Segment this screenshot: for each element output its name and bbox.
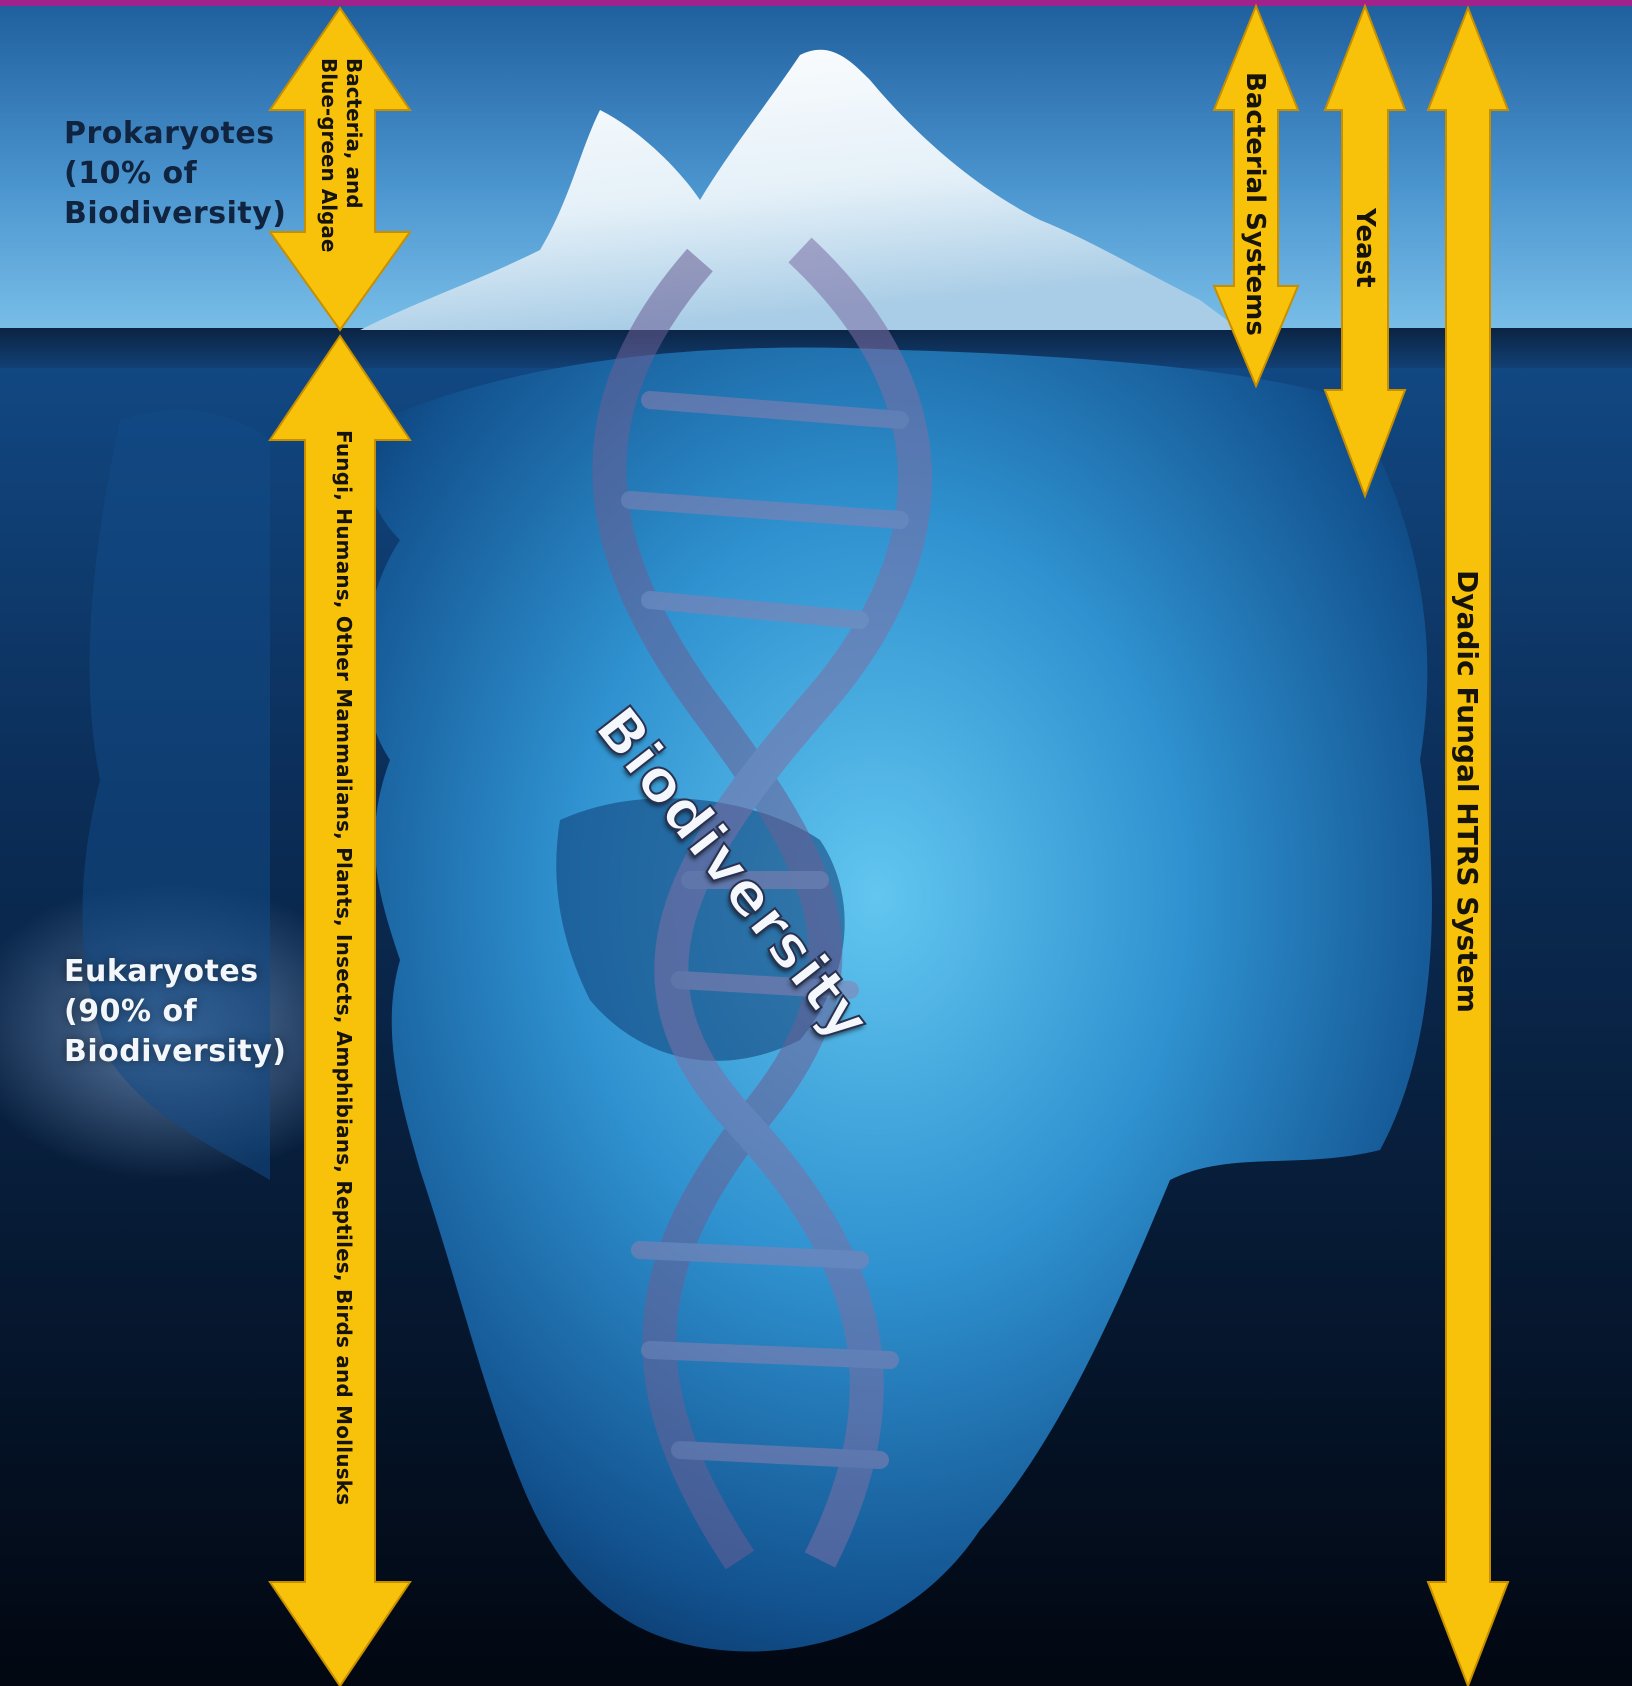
iceberg-shadow <box>556 798 845 1061</box>
yeast-arrow <box>1323 3 1407 499</box>
dyadic-system-arrow <box>1426 5 1510 1686</box>
prokaryote-scope-label: Bacteria, and Blue-green Algae <box>317 58 366 253</box>
eukaryote-arrow <box>268 334 412 1686</box>
bacterial-systems-label: Bacterial Systems <box>1240 72 1270 336</box>
prokaryotes-label: Prokaryotes (10% of Biodiversity) <box>64 116 287 231</box>
yeast-label: Yeast <box>1350 208 1380 288</box>
dna-helix <box>592 237 932 1570</box>
iceberg-underwater <box>364 347 1432 1652</box>
dyadic-system-label: Dyadic Fungal HTRS System <box>1451 570 1484 1013</box>
bacterial-systems-arrow <box>1212 3 1300 389</box>
eukaryotes-label: Eukaryotes (90% of Biodiversity) <box>64 954 287 1069</box>
arrows-layer <box>268 3 1510 1686</box>
prokaryote-arrow <box>268 6 412 332</box>
eukaryote-scope-label: Fungi, Humans, Other Mammalians, Plants,… <box>332 430 356 1506</box>
iceberg-left-lobe <box>82 409 270 1180</box>
iceberg-tip <box>360 49 1240 330</box>
top-accent-bar <box>0 0 1632 6</box>
